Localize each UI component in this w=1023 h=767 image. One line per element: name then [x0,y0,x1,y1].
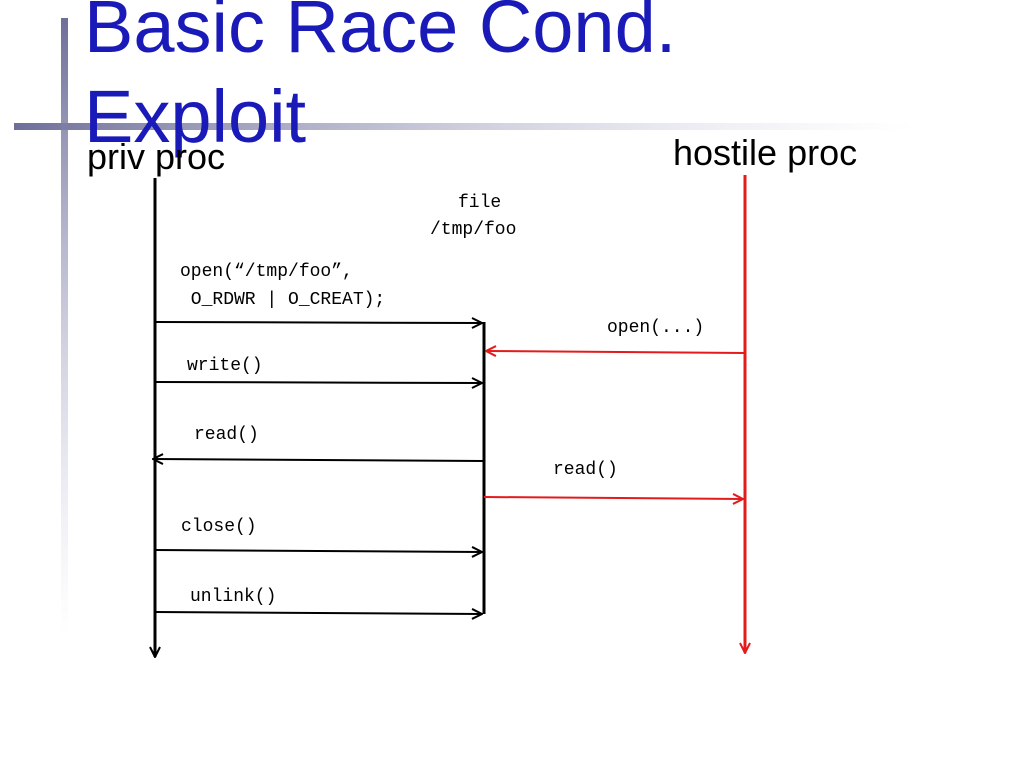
open-call-line-2: O_RDWR | O_CREAT); [180,290,386,310]
open-call-line-1: open(“/tmp/foo”, [180,262,353,282]
close-label: close() [181,517,257,537]
decor-horizontal-bar [14,123,914,130]
slide-title: Basic Race Cond. Exploit [84,0,676,162]
write-label: write() [187,356,263,376]
open-arrow [154,322,482,323]
write-arrow [154,382,482,383]
hostile-proc-label: hostile proc [673,132,858,173]
hostile-open-arrow [486,351,746,353]
hostile-read-arrow [483,497,743,499]
title-line-1: Basic Race Cond. [84,0,677,68]
decor-vertical-bar [61,18,68,638]
hostile-open-label: open(...) [607,318,705,338]
unlink-label: unlink() [190,587,277,607]
priv-proc-label: priv proc [87,136,226,177]
read-label: read() [194,425,259,445]
close-arrow [154,550,482,552]
read-arrow [153,459,485,461]
unlink-arrow [154,612,482,614]
title-line-2: Exploit [84,75,307,158]
file-label-line-1: file [458,193,502,213]
hostile-read-label: read() [553,460,618,480]
file-label-line-2: /tmp/foo [430,220,517,240]
